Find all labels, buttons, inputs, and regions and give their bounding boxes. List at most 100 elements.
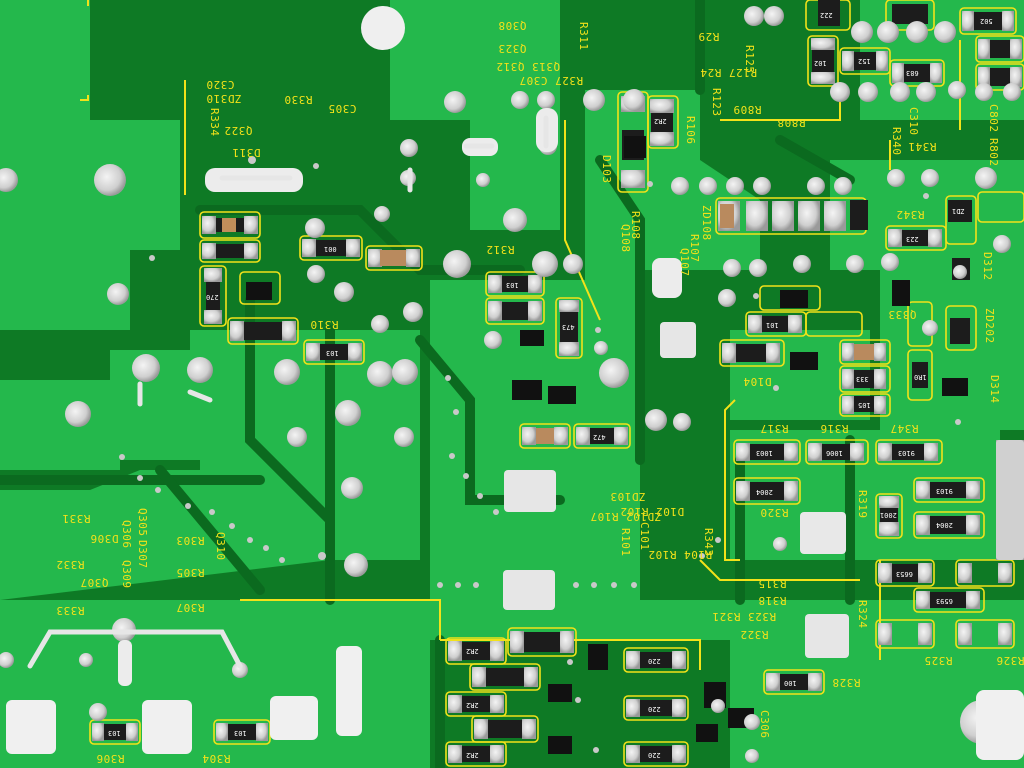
- marking-101: 101: [766, 321, 779, 329]
- silk-label-q306: Q306: [120, 520, 133, 549]
- marking-103-b: 103: [326, 349, 339, 357]
- silk-label-q107: Q107: [678, 248, 691, 277]
- marking-270: 270: [206, 293, 219, 301]
- silk-label-c305: C305: [328, 102, 357, 115]
- silk-label-r342: R342: [896, 208, 925, 221]
- silk-label-r307: R307: [176, 601, 205, 614]
- silk-label-r303: R303: [176, 534, 205, 547]
- silk-label-zd108: ZD108: [700, 205, 713, 241]
- silk-label-r328: R328: [832, 676, 861, 689]
- silk-label-zd102-r107: ZD102 R107: [590, 510, 662, 523]
- silk-label-c306: C306: [758, 710, 771, 739]
- marking-103-c: 103: [108, 729, 121, 737]
- silk-label-r29: R29: [698, 30, 720, 43]
- wire-jumpers: [27, 115, 549, 669]
- silk-label-r334: R334: [208, 108, 221, 137]
- marking-6653: 6653: [896, 570, 913, 578]
- marking-220-c: 220: [648, 751, 661, 759]
- silk-label-q308: Q308: [498, 19, 527, 32]
- marking-2001: 2001: [880, 511, 897, 519]
- marking-100: 100: [784, 679, 797, 687]
- silk-label-r310: R310: [310, 318, 339, 331]
- silk-label-q323: Q323: [498, 42, 527, 55]
- silk-label-r306: R306: [96, 752, 125, 765]
- silk-label-d307: D307: [136, 540, 149, 569]
- silk-label-q108: Q108: [619, 224, 632, 253]
- marking-2004-b: 2004: [936, 521, 953, 529]
- marking-222: 222: [820, 11, 833, 19]
- silk-label-c101: C101: [638, 522, 651, 551]
- solder-lands: [6, 108, 1024, 760]
- silk-label-d103: D103: [600, 155, 613, 184]
- marking-683: 683: [906, 69, 919, 77]
- silk-label-d312: D312: [981, 252, 994, 281]
- marking-103-a: 103: [506, 281, 519, 289]
- marking-102: 102: [814, 59, 827, 67]
- silk-label-r808: R808: [777, 116, 806, 129]
- marking-105: 105: [858, 401, 871, 409]
- silk-label-r320: R320: [760, 506, 789, 519]
- marking-223: 223: [906, 235, 919, 243]
- silk-label-q333: Q333: [888, 308, 917, 321]
- silk-label-r104-r102: R104 R102: [648, 548, 713, 561]
- silk-label-c802: C802: [987, 104, 1000, 133]
- silk-label-r127-r24: R127 R24: [700, 66, 757, 79]
- silk-label-zd202: ZD202: [983, 308, 996, 344]
- silk-label-zd310: ZD310: [206, 92, 242, 105]
- marking-2r2-a: 2R2: [466, 647, 479, 655]
- marking-472: 472: [593, 433, 606, 441]
- marking-152: 152: [858, 57, 871, 65]
- marking-103-d: 103: [234, 729, 247, 737]
- silk-label-c310: C310: [907, 107, 920, 136]
- silk-label-q322: Q322: [224, 124, 253, 137]
- silk-label-q307: Q307: [80, 576, 109, 589]
- silk-label-r323-r321: R323 R321: [712, 610, 777, 623]
- silk-label-zd103: ZD103: [610, 490, 646, 503]
- silk-label-d314: D314: [988, 375, 1001, 404]
- marking-6593: 6593: [936, 597, 953, 605]
- silk-label-r325: R325: [924, 654, 953, 667]
- silk-label-q305: Q305: [136, 508, 149, 537]
- marking-220-a: 220: [648, 657, 661, 665]
- marking-2004-a: 2004: [756, 488, 773, 496]
- marking-9103-a: 9103: [898, 449, 915, 457]
- marking-9103-b: 9103: [936, 487, 953, 495]
- transistor-bodies: [246, 136, 968, 754]
- silk-label-c320: C320: [206, 78, 235, 91]
- silk-label-r315: R315: [758, 577, 787, 590]
- silk-label-r332: R332: [56, 558, 85, 571]
- silk-label-q313-q312: Q313 Q312: [496, 60, 561, 73]
- silk-label-r809: R809: [733, 103, 762, 116]
- silk-label-r106: R106: [684, 116, 697, 145]
- silk-label-r347: R347: [890, 422, 919, 435]
- silk-label-r333: R333: [56, 604, 85, 617]
- silk-label-r327-c307: R327 C307: [519, 74, 584, 87]
- marking-001: 001: [324, 245, 337, 253]
- silk-label-r101: R101: [619, 528, 632, 557]
- silk-label-r305: R305: [176, 566, 205, 579]
- marking-502: 502: [980, 17, 993, 25]
- marking-333: 333: [856, 375, 869, 383]
- marking-2r2-b: 2R2: [466, 701, 479, 709]
- marking-2r2-d: 2R2: [654, 117, 667, 125]
- marking-2r2-c: 2R2: [466, 751, 479, 759]
- silk-label-q310: Q310: [214, 532, 227, 561]
- silk-label-r318: R318: [758, 594, 787, 607]
- silk-label-r322: R322: [740, 628, 769, 641]
- silk-label-r324: R324: [856, 600, 869, 629]
- marking-220-b: 220: [648, 705, 661, 713]
- marking-zd1: ZD1: [952, 207, 965, 215]
- marking-1003: 1003: [756, 449, 773, 457]
- silk-label-r331: R331: [62, 512, 91, 525]
- silk-label-q309: Q309: [120, 560, 133, 589]
- silk-label-r304: R304: [202, 752, 231, 765]
- silk-label-d311: D311: [232, 146, 261, 159]
- capacitor-bodies: [222, 204, 874, 444]
- silkscreen-outlines: [80, 0, 961, 670]
- silk-label-r330: R330: [284, 93, 313, 106]
- silk-label-d306: D306: [90, 532, 119, 545]
- silk-label-r317: R317: [760, 422, 789, 435]
- silk-label-r123: R123: [710, 88, 723, 117]
